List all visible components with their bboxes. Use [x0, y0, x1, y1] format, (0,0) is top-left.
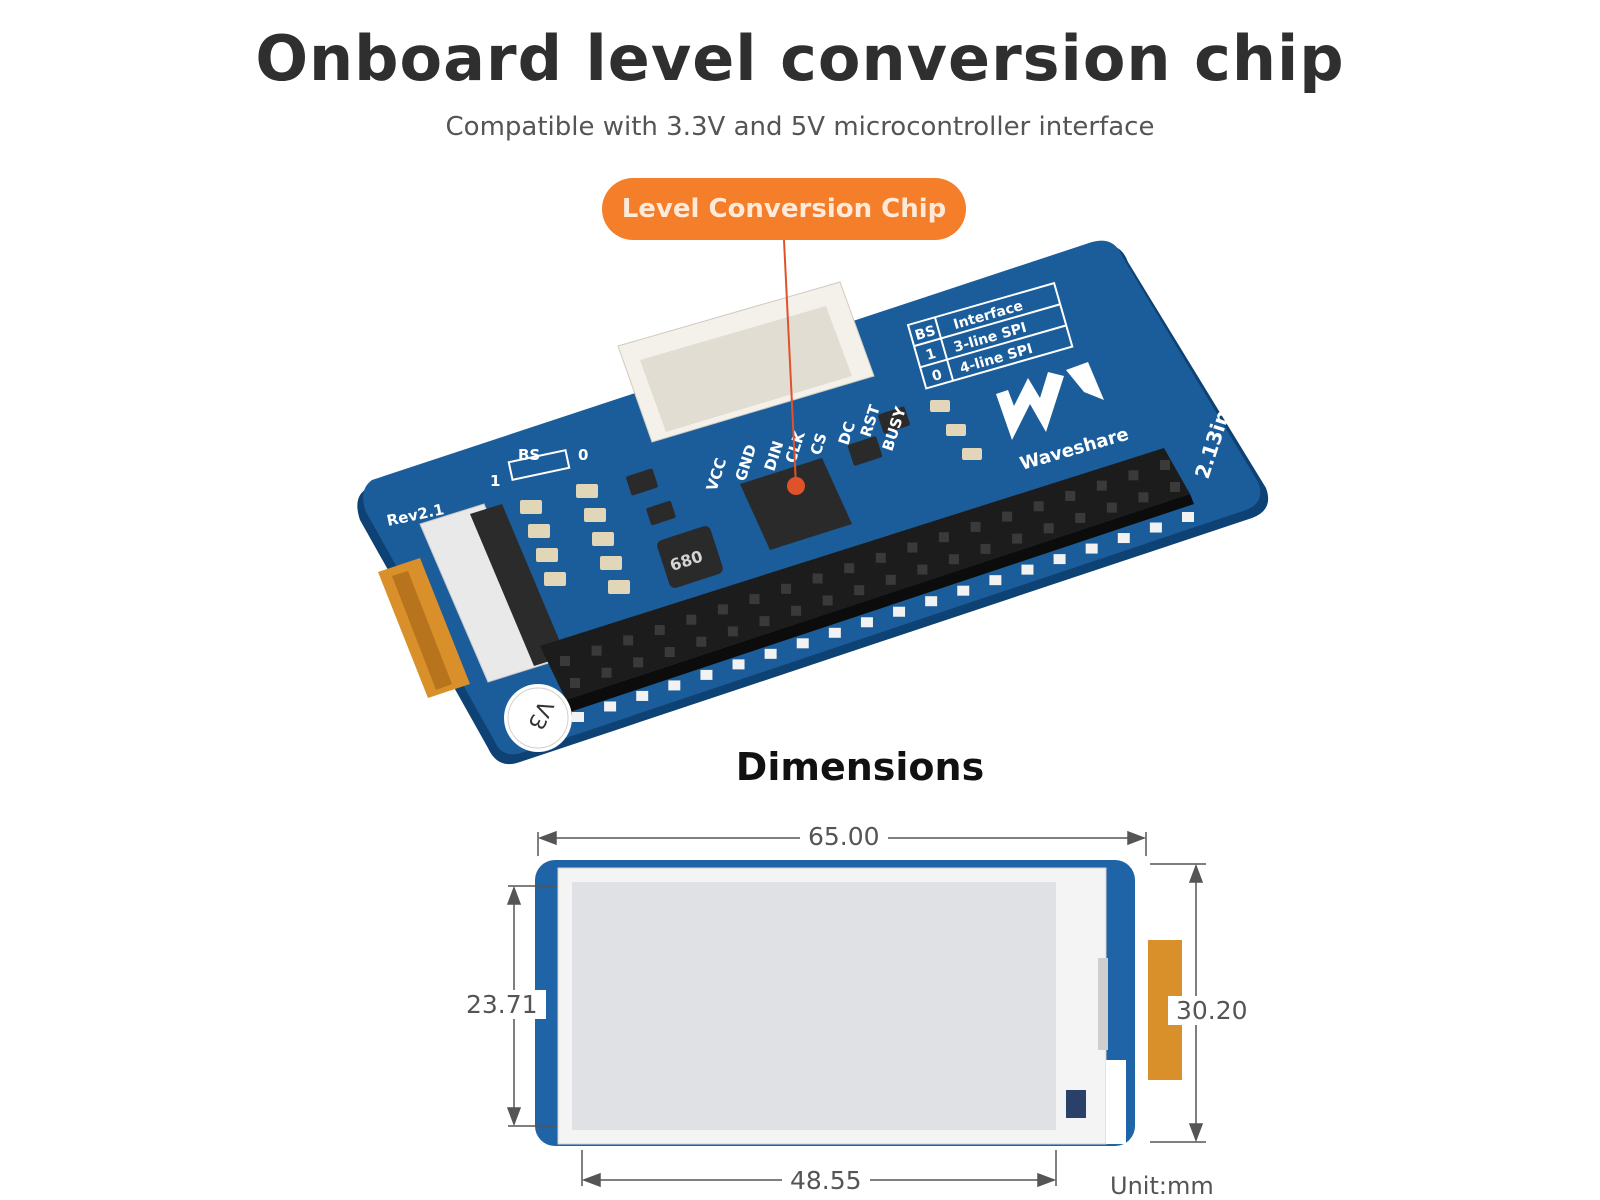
pin-hole: [970, 521, 981, 532]
pin-hole: [654, 625, 665, 636]
pin-pad: [796, 638, 809, 649]
pin-hole: [1106, 502, 1117, 513]
bs-one-label: 1: [490, 472, 500, 490]
dim-unit: Unit:mm: [1110, 1172, 1214, 1200]
pin-hole: [875, 552, 886, 563]
pin-hole: [686, 614, 697, 625]
pin-hole: [1075, 512, 1086, 523]
table-cell: 1: [924, 346, 938, 364]
pin-hole: [570, 678, 580, 688]
pin-hole: [633, 657, 644, 668]
bs-switch: [507, 448, 571, 482]
pin-hole: [1138, 492, 1149, 503]
table-cell: 0: [930, 367, 944, 385]
pin-pad: [989, 575, 1002, 586]
pin-hole: [917, 564, 928, 575]
pin-pad: [700, 669, 713, 680]
flex-cable: [378, 558, 470, 698]
pin-pad: [925, 596, 938, 607]
pin-pad: [1182, 512, 1194, 522]
dimensions-title: Dimensions: [735, 745, 985, 789]
version-badge: V3: [504, 684, 572, 752]
pin-hole: [591, 645, 602, 656]
pin-pad: [1149, 522, 1162, 533]
pin-hole: [560, 656, 570, 666]
table-header-bs: BS: [913, 323, 937, 344]
pin-hole: [1128, 470, 1139, 481]
pin-hole: [812, 573, 823, 584]
pin-pad: [636, 690, 649, 701]
page-title: Onboard level conversion chip: [255, 22, 1345, 95]
pin-hole: [1002, 511, 1013, 522]
pin-hole: [1012, 533, 1023, 544]
pin-hole: [1170, 482, 1180, 492]
pin-pad: [1117, 533, 1130, 544]
bs-zero-label: 0: [578, 446, 588, 464]
callout-pointer: [783, 239, 797, 487]
pin-hole: [907, 542, 918, 553]
pin-hole: [885, 574, 896, 585]
pin-hole: [1065, 490, 1076, 501]
pin-hole: [938, 532, 949, 543]
pin-label-cs: CS: [807, 431, 831, 458]
pin-pad: [893, 606, 906, 617]
epaper-active-area: [572, 882, 1056, 1130]
dim-active-height: 23.71: [458, 990, 546, 1019]
pin-hole: [1096, 480, 1107, 491]
level-conversion-chip-callout: Level Conversion Chip: [602, 178, 966, 240]
pin-pad: [1085, 543, 1098, 554]
pin-pad: [668, 680, 681, 691]
dim-height-total: 30.20: [1168, 996, 1256, 1025]
pin-hole: [696, 636, 707, 647]
pin-hole: [948, 554, 959, 565]
pin-holes: [560, 460, 1194, 722]
inductor: 680: [657, 526, 723, 588]
pin-pad: [1053, 554, 1066, 565]
pin-hole: [759, 616, 770, 627]
dim-width-total: 65.00: [800, 822, 888, 851]
pin-hole: [1160, 460, 1170, 470]
pin-hole: [980, 543, 991, 554]
page-subtitle: Compatible with 3.3V and 5V microcontrol…: [445, 112, 1155, 142]
pin-pad: [572, 712, 584, 722]
pin-pad: [732, 659, 745, 670]
pin-hole: [749, 594, 760, 605]
pin-hole: [664, 647, 675, 658]
pin-pad: [860, 617, 873, 628]
pin-hole: [822, 595, 833, 606]
pin-hole: [854, 585, 865, 596]
pin-hole: [844, 563, 855, 574]
pin-hole: [623, 635, 634, 646]
pin-pad: [764, 648, 777, 659]
pin-hole: [1043, 523, 1054, 534]
pin-pad: [957, 585, 970, 596]
pin-hole: [791, 605, 802, 616]
pin-hole: [1033, 501, 1044, 512]
pin-header-40: [540, 448, 1194, 722]
pin-hole: [727, 626, 738, 637]
pin-hole: [781, 583, 792, 594]
pin-pad: [1021, 564, 1034, 575]
smd-components: [520, 400, 982, 594]
pin-pad: [828, 627, 841, 638]
pin-pad: [604, 701, 617, 712]
pin-hole: [717, 604, 728, 615]
pin-hole: [601, 667, 612, 678]
dim-active-width: 48.55: [782, 1166, 870, 1195]
pin-connector-8: [617, 281, 875, 443]
